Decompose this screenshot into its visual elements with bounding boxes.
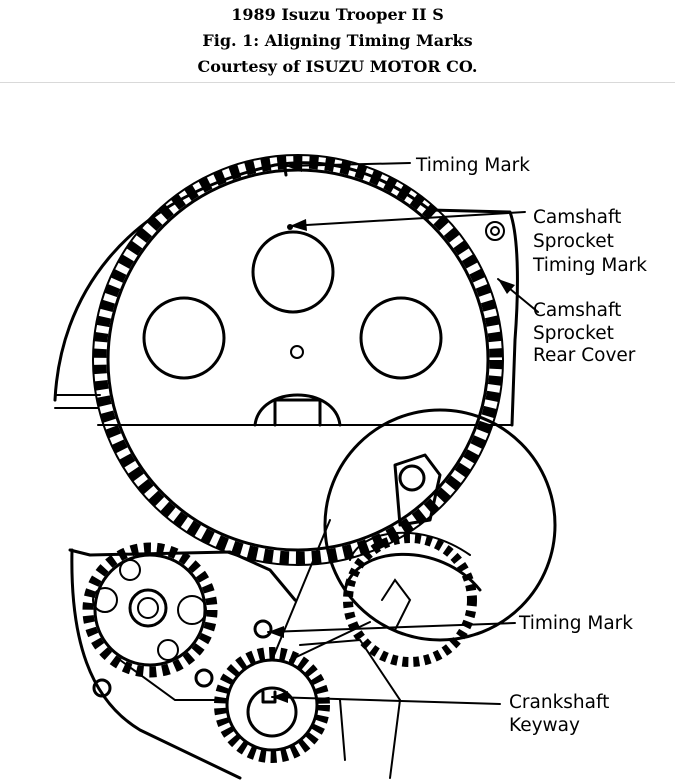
label-camshaft-timing-3: Timing Mark xyxy=(532,255,647,276)
timing-marks-diagram: Timing Mark Camshaft Sprocket Timing Mar… xyxy=(53,154,647,780)
label-camshaft-timing-1: Camshaft xyxy=(533,207,621,228)
leader-lines xyxy=(267,160,539,705)
label-timing-mark-bottom: Timing Mark xyxy=(518,613,633,634)
label-crankshaft-2: Keyway xyxy=(509,715,580,736)
bolt-icon xyxy=(194,668,214,688)
camshaft-sprocket-rear-cover xyxy=(53,161,519,427)
timing-mark-notch xyxy=(282,160,288,177)
figure-credit: Courtesy of ISUZU MOTOR CO. xyxy=(197,57,478,76)
label-rear-cover-1: Camshaft xyxy=(533,300,621,321)
figure-caption: Fig. 1: Aligning Timing Marks xyxy=(202,31,473,50)
engine-front-assembly xyxy=(68,542,402,780)
magnified-detail xyxy=(271,408,557,667)
vehicle-title: 1989 Isuzu Trooper II S xyxy=(231,5,444,24)
label-timing-mark-top: Timing Mark xyxy=(415,155,530,176)
cover-bolt-icon xyxy=(485,221,505,241)
label-crankshaft-1: Crankshaft xyxy=(509,692,609,713)
crankshaft-sprocket xyxy=(214,647,330,763)
dowel-pin-icon xyxy=(290,345,304,359)
label-camshaft-timing-2: Sprocket xyxy=(533,231,614,252)
sprocket-hole-icon xyxy=(359,296,443,380)
bolt-icon xyxy=(92,678,112,698)
figure-header: 1989 Isuzu Trooper II S Fig. 1: Aligning… xyxy=(0,0,675,83)
bolt-icon xyxy=(253,619,273,639)
label-rear-cover-2: Sprocket xyxy=(533,323,614,344)
label-rear-cover-3: Rear Cover xyxy=(533,345,636,366)
sprocket-hole-icon xyxy=(142,296,226,380)
sprocket-hole-icon xyxy=(251,230,335,314)
